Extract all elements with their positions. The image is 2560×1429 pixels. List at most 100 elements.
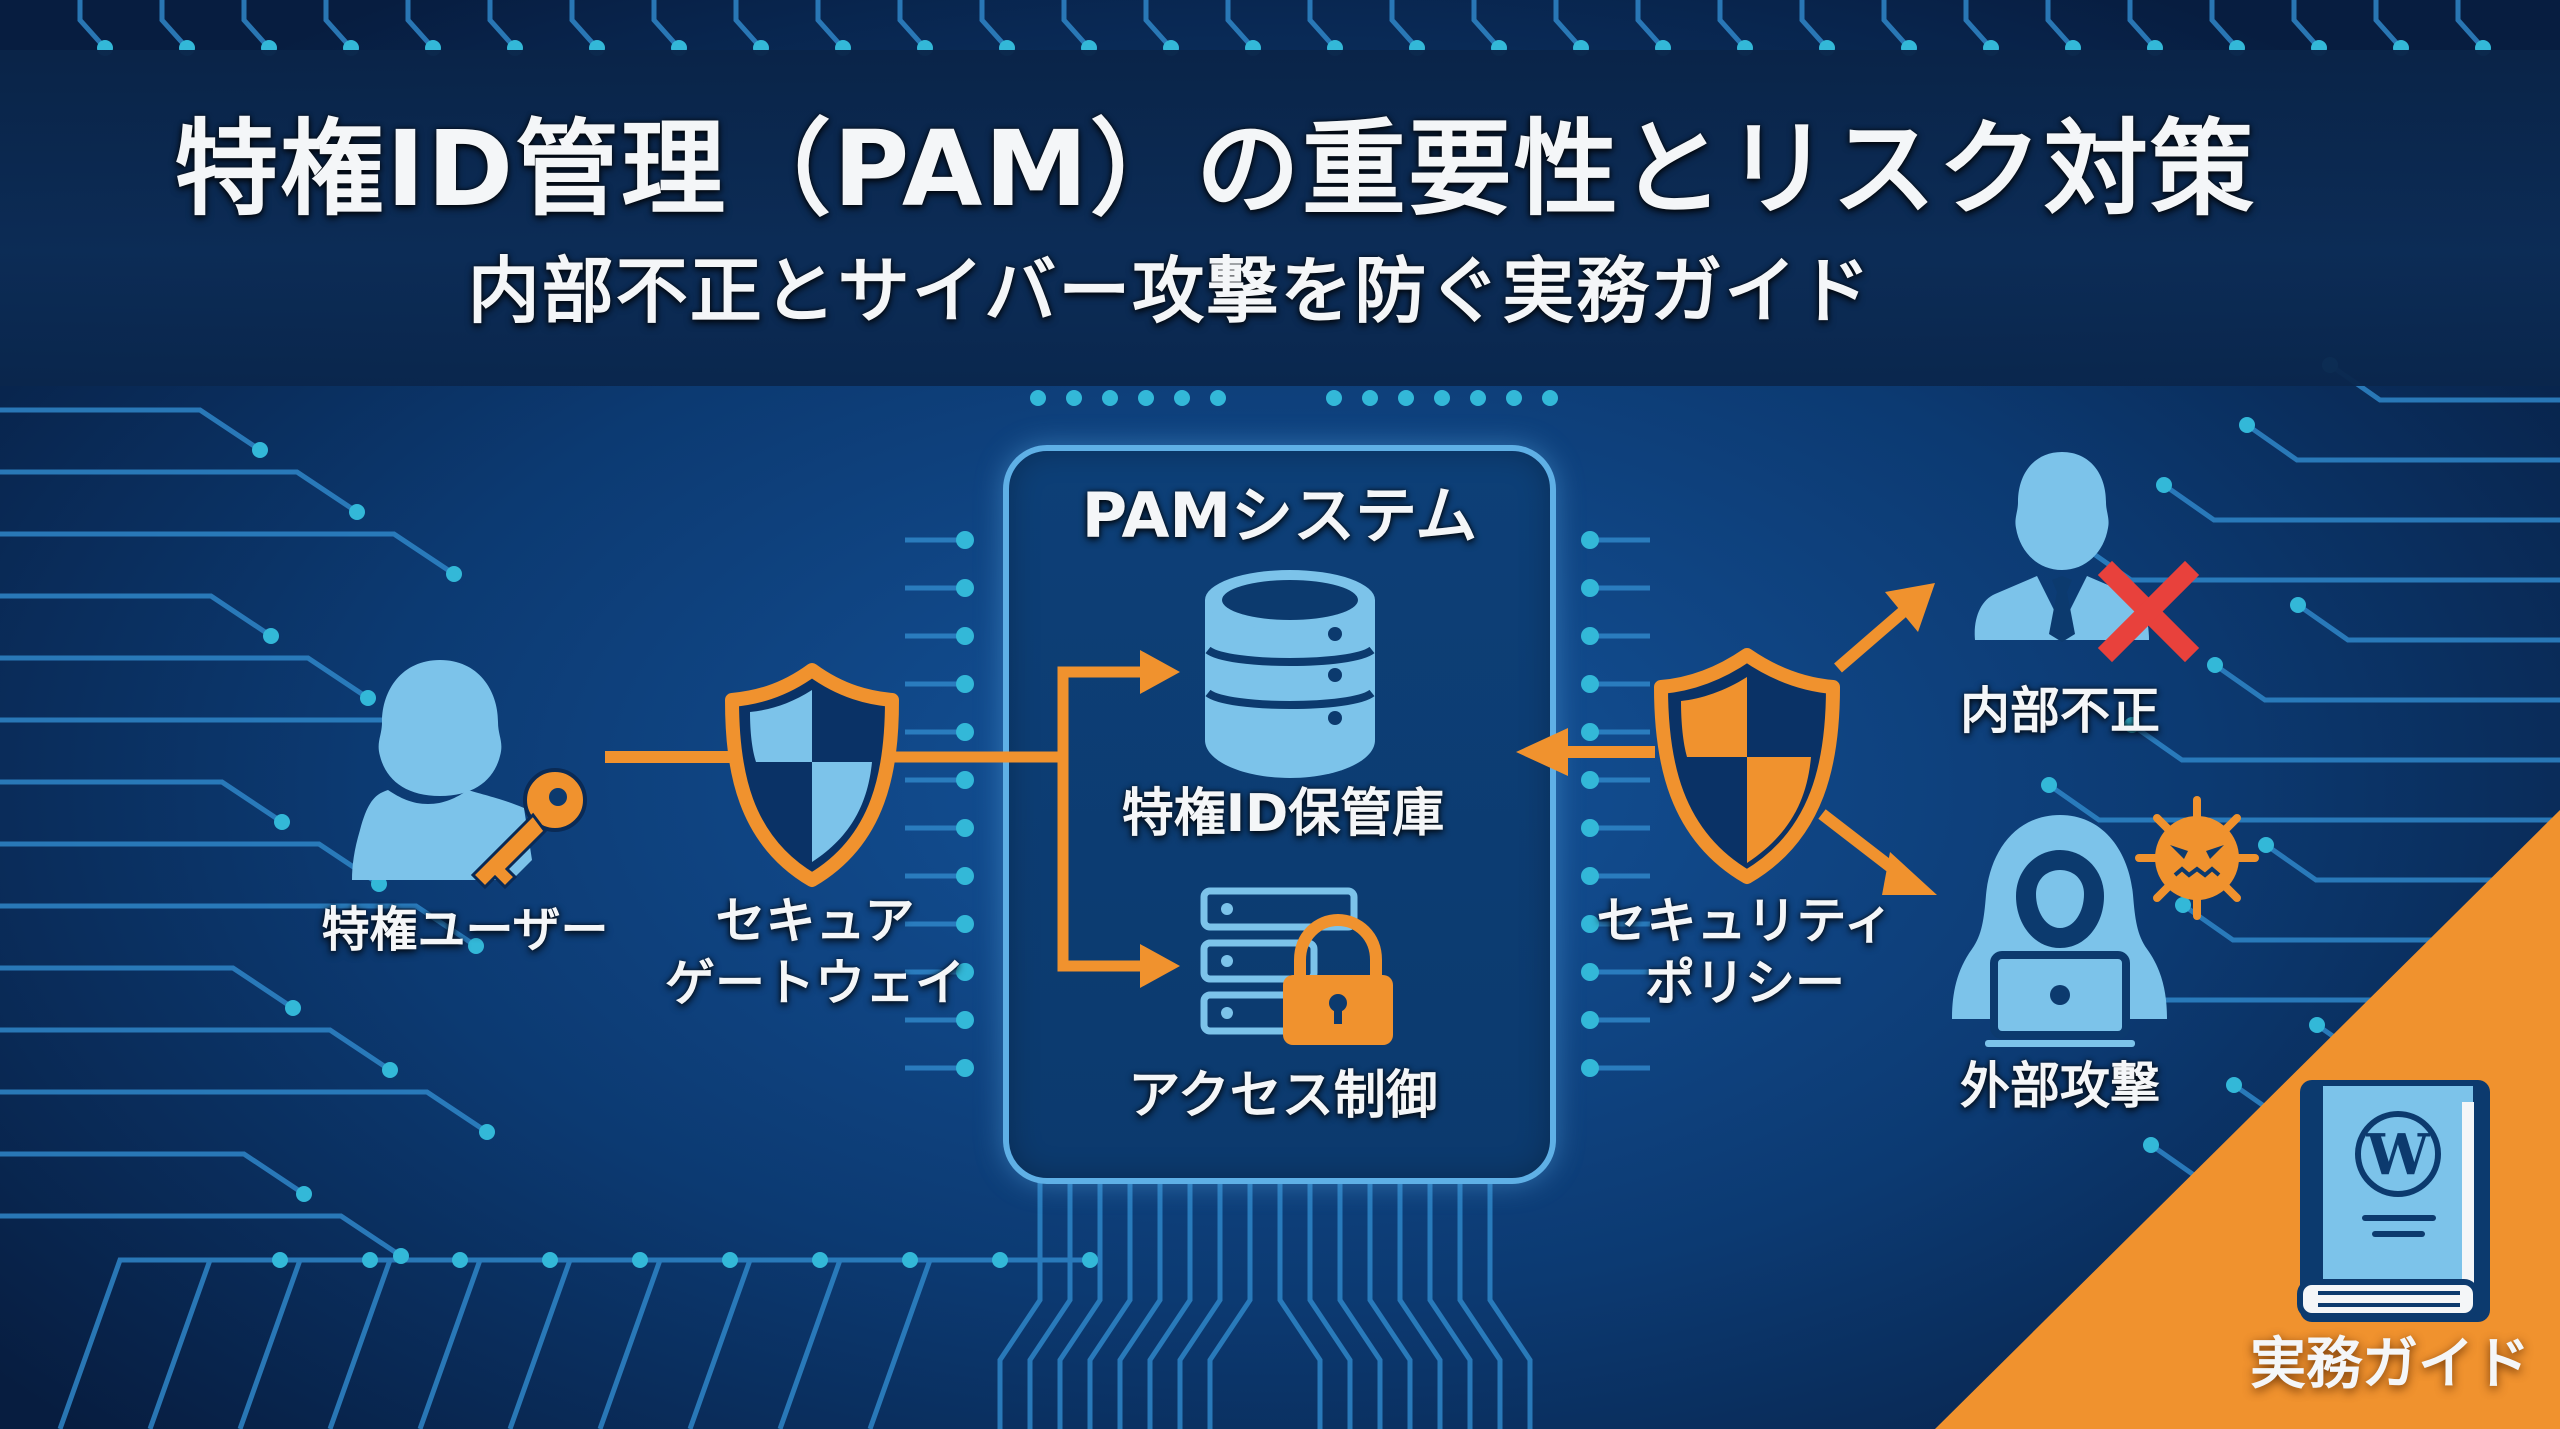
user-with-key-icon: [352, 660, 587, 890]
circuit-pad: [812, 1252, 828, 1268]
circuit-trace: [0, 593, 273, 639]
label-privileged-user: 特権ユーザー: [321, 902, 609, 958]
circuit-trace: [0, 407, 262, 453]
circuit-pad: [956, 675, 974, 693]
circuit-pad: [722, 1252, 738, 1268]
circuit-pad: [1030, 390, 1046, 406]
circuit-pad: [956, 627, 974, 645]
circuit-pad: [956, 579, 974, 597]
svg-text:W: W: [2366, 1122, 2431, 1188]
circuit-trace: [1207, 1180, 1253, 1429]
circuit-trace: [2296, 602, 2560, 643]
arrow-head-to-access-control: [1140, 944, 1180, 988]
label-secure-gateway-line2: ゲートウェイ: [665, 954, 965, 1012]
circuit-pad: [285, 1000, 301, 1016]
circuit-pad: [2290, 597, 2306, 613]
circuit-trace: [1147, 1180, 1193, 1429]
circuit-pad: [1581, 963, 1599, 981]
hacker-laptop-icon: [1952, 815, 2167, 1047]
circuit-trace: [405, 0, 435, 50]
circuit-trace: [2047, 782, 2560, 823]
circuit-pad: [1082, 1252, 1098, 1268]
circuit-pad: [263, 628, 279, 644]
label-security-policy-line1: セキュリティ: [1596, 892, 1894, 950]
circuit-trace: [1117, 1180, 1163, 1429]
circuit-pad: [992, 1252, 1008, 1268]
circuit-trace: [1307, 0, 1337, 50]
circuit-pad: [2156, 477, 2172, 493]
circuit-trace: [0, 779, 284, 825]
circuit-pad: [956, 867, 974, 885]
label-secure-gateway-line1: セキュア: [715, 892, 915, 950]
circuit-trace: [0, 469, 359, 515]
connector-policy-to-pam: [1516, 728, 1655, 776]
circuit-pad: [956, 1011, 974, 1029]
circuit-pad: [2258, 837, 2274, 853]
circuit-pad: [274, 814, 290, 830]
circuit-trace: [1471, 0, 1501, 50]
circuit-trace: [1717, 0, 1747, 50]
circuit-pad: [2207, 657, 2223, 673]
padlock-icon: [1283, 913, 1393, 1045]
title-banner: [0, 50, 2560, 386]
badge-label: 実務ガイド: [2250, 1332, 2530, 1397]
circuit-trace: [2127, 0, 2157, 50]
circuit-trace: [2291, 0, 2321, 50]
circuit-pad: [1581, 1011, 1599, 1029]
circuit-pad: [272, 1252, 288, 1268]
circuit-pad: [393, 1248, 409, 1264]
circuit-pad: [296, 1186, 312, 1202]
circuit-pad: [479, 1124, 495, 1140]
circuit-trace: [2455, 0, 2485, 50]
circuit-pad: [542, 1252, 558, 1268]
circuit-trace: [2373, 0, 2403, 50]
circuit-trace: [1457, 1180, 1503, 1429]
wordpress-book-icon: W: [2297, 1080, 2490, 1322]
circuit-pad: [2309, 1017, 2325, 1033]
circuit-pad: [632, 1252, 648, 1268]
label-security-policy-line2: ポリシー: [1645, 954, 1845, 1012]
circuit-trace: [651, 0, 681, 50]
circuit-pad: [2226, 1077, 2242, 1093]
pam-system-title: PAMシステム: [1081, 479, 1478, 552]
circuit-trace: [0, 1027, 392, 1073]
circuit-trace: [1881, 0, 1911, 50]
circuit-trace: [1635, 0, 1665, 50]
circuit-pad: [2041, 777, 2057, 793]
circuit-pad: [2124, 717, 2140, 733]
circuit-pad: [1102, 390, 1118, 406]
circuit-pad: [956, 1059, 974, 1077]
arrow-head-to-vault: [1140, 650, 1180, 694]
circuit-pad: [1581, 579, 1599, 597]
circuit-trace: [77, 0, 107, 50]
circuit-pad: [1066, 390, 1082, 406]
circuit-pad: [452, 1252, 468, 1268]
circuit-pad: [382, 1062, 398, 1078]
circuit-pad: [1581, 1059, 1599, 1077]
circuit-pad: [1434, 390, 1450, 406]
circuit-trace: [1963, 0, 1993, 50]
circuit-trace: [997, 1180, 1043, 1429]
circuit-pad: [956, 723, 974, 741]
circuit-trace: [1177, 1180, 1223, 1429]
circuit-trace: [1087, 1180, 1133, 1429]
circuit-trace: [733, 0, 763, 50]
circuit-pad: [956, 531, 974, 549]
circuit-pad: [2175, 897, 2191, 913]
circuit-trace: [1143, 0, 1173, 50]
connector-policy-to-insider: [1834, 583, 1935, 673]
circuit-trace: [0, 1151, 306, 1197]
circuit-trace: [0, 903, 478, 949]
circuit-trace: [2209, 0, 2239, 50]
circuit-pad: [1581, 819, 1599, 837]
circuit-pad: [956, 963, 974, 981]
circuit-trace: [2130, 722, 2560, 763]
circuit-trace: [2213, 662, 2560, 703]
circuit-trace: [867, 1257, 1090, 1429]
shield-icon: [1654, 648, 1840, 884]
circuit-pad: [1581, 867, 1599, 885]
circuit-pad: [902, 1252, 918, 1268]
circuit-trace: [1277, 1180, 1323, 1429]
circuit-trace: [1397, 1180, 1443, 1429]
circuit-trace: [1367, 1180, 1413, 1429]
